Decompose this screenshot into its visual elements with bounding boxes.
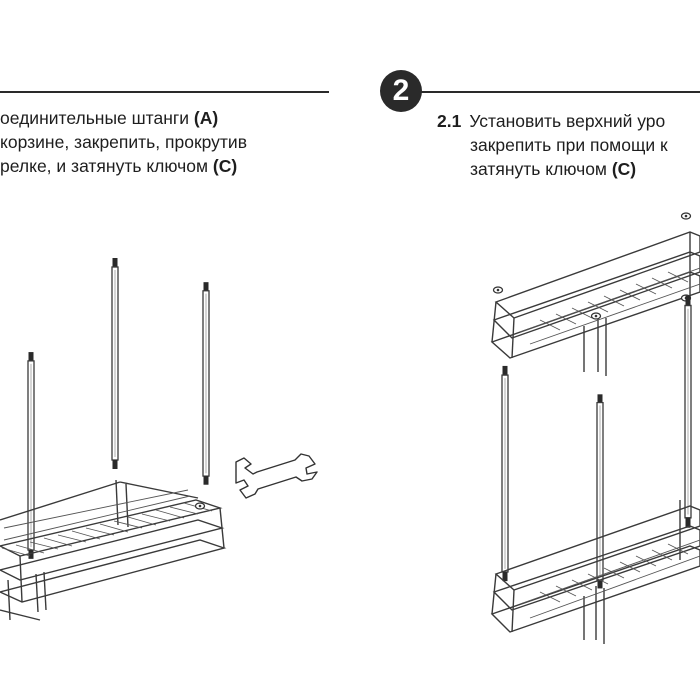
step1-line2: корзине, закрепить, прокрутив: [0, 132, 247, 152]
step-number-badge: 2: [380, 70, 422, 112]
part-ref-c: (C): [212, 156, 238, 176]
part-ref-c: (C): [611, 159, 637, 179]
connecting-rod-left: [27, 351, 35, 560]
wrench-icon: [235, 453, 318, 499]
step1-line1: оединительные штанги (A): [0, 108, 219, 128]
part-ref-a: (A): [193, 108, 219, 128]
connecting-rod-front: [501, 365, 509, 582]
basket-upper-right: [490, 231, 700, 376]
step1-instruction: оединительные штанги (A) корзине, закреп…: [0, 106, 247, 178]
step2-line3: затянуть ключом (C): [470, 159, 637, 179]
connecting-rod-rear: [684, 294, 692, 529]
connecting-rod-right: [202, 281, 210, 486]
basket-mesh-left: [1, 489, 213, 557]
step1-line3: релке, и затянуть ключом (C): [0, 156, 238, 176]
basket-upper-mesh: [519, 267, 700, 345]
connecting-rod-middle: [111, 257, 119, 470]
basket-lower-mesh: [519, 539, 700, 619]
basket-bottom-left: [0, 479, 227, 621]
step2-line2: закрепить при помощи к: [470, 135, 668, 155]
step2-number: 2.1: [437, 111, 462, 131]
basket-lower-right: [490, 500, 700, 644]
section-divider-left: [0, 91, 329, 93]
section-divider-right: [415, 91, 700, 93]
